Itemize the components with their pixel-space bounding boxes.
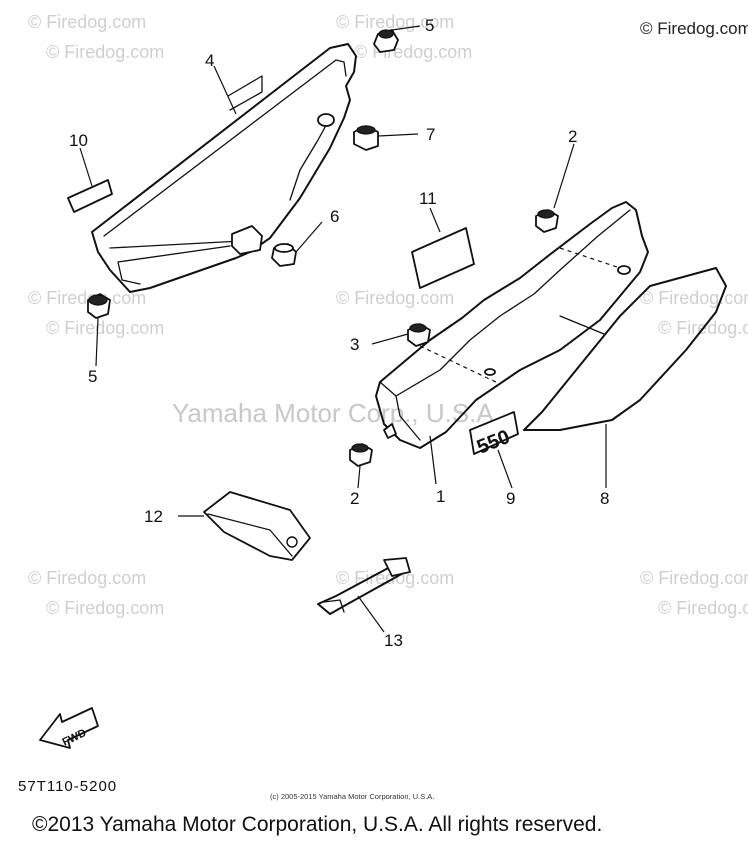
callout-8: 8 [600,489,609,508]
callout-11: 11 [419,189,437,208]
part-13-strap [317,557,411,615]
watermark: © Firedog.com [28,288,146,308]
callout-7: 7 [426,125,435,144]
callout-10: 10 [69,131,88,150]
callout-6: 6 [330,207,339,226]
watermark: © Firedog.com [336,288,454,308]
fwd-arrow-icon: FWD [39,707,99,749]
grommet-2-top [535,209,559,233]
part-8-side-panel [523,267,727,431]
callout-1: 1 [436,487,445,506]
callout-12: 12 [144,507,163,526]
callout-2: 2 [568,127,577,146]
part-12-tray [203,491,311,561]
watermark: © Firedog.com [354,42,472,62]
grommet-6 [271,243,297,267]
grommet-5-left [87,293,111,319]
grommet-3 [407,323,431,347]
collar-7 [353,125,379,151]
watermark: © Firedog.com [640,568,748,588]
callout-3: 3 [350,335,359,354]
watermark: © Firedog.com [640,288,748,308]
watermark: © Firedog.com [336,12,454,32]
callout-4: 4 [205,51,214,70]
part-10-pad [67,179,113,213]
watermark: © Firedog.com [28,568,146,588]
part-1-side-cover [375,201,649,449]
watermark: © Firedog.com [46,318,164,338]
small-copyright: (c) 2005-2015 Yamaha Motor Corporation, … [270,792,434,801]
grommet-2-bottom [349,443,373,467]
part-11-label [411,227,475,289]
center-watermark: Yamaha Motor Corp., U.S.A. [172,398,501,428]
grommet-5-top [373,29,399,53]
callout-2-lower: 2 [350,489,359,508]
watermark: © Firedog.com [28,12,146,32]
diagram-code: 57T110-5200 [18,778,117,795]
corner-watermark: © Firedog.com [640,19,748,38]
watermark-layer: © Firedog.com © Firedog.com © Firedog.co… [28,12,748,618]
leader-lines [79,25,607,633]
part-4-bracket [91,43,357,293]
callout-13: 13 [384,631,403,650]
watermark: © Firedog.com [46,42,164,62]
watermark: © Firedog.com [658,598,748,618]
copyright-footer: ©2013 Yamaha Motor Corporation, U.S.A. A… [32,813,602,836]
callout-5: 5 [425,16,434,35]
callouts: 5 4 10 7 2 6 11 5 3 2 1 9 8 12 13 [69,16,609,650]
callout-5-lower: 5 [88,367,97,386]
watermark: © Firedog.com [46,598,164,618]
callout-9: 9 [506,489,515,508]
